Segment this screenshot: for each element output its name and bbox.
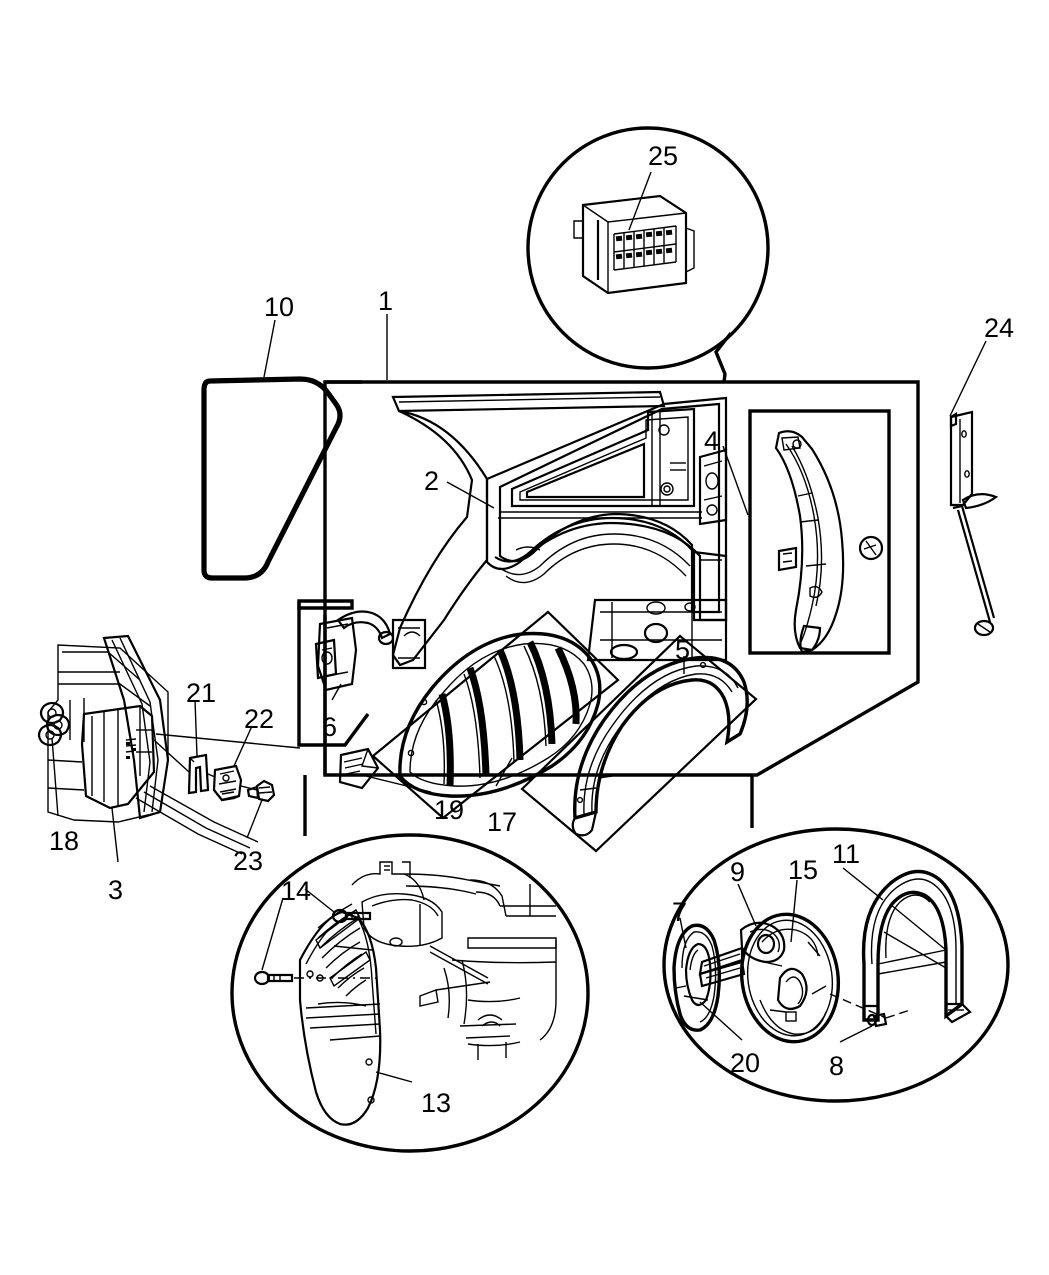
leader-2 bbox=[446, 481, 495, 509]
part-4-reinforcement bbox=[774, 430, 884, 654]
inner-box-4 bbox=[748, 409, 891, 655]
part-24-bracket-rod bbox=[949, 410, 999, 637]
part-3-body-pillar bbox=[37, 634, 301, 855]
inner-box-6 bbox=[297, 599, 370, 747]
callout-21: 21 bbox=[186, 678, 217, 708]
leader-17 bbox=[495, 757, 513, 787]
callout-15: 15 bbox=[788, 855, 819, 885]
callout-17: 17 bbox=[487, 807, 518, 837]
leader-15 bbox=[790, 879, 798, 943]
leader-24 bbox=[949, 340, 987, 417]
callout-23: 23 bbox=[233, 846, 264, 876]
leader-13 bbox=[375, 1071, 413, 1083]
leader-23 bbox=[246, 799, 263, 839]
callout-18: 18 bbox=[49, 826, 80, 856]
callout-20: 20 bbox=[730, 1048, 761, 1078]
callout-5: 5 bbox=[675, 635, 691, 665]
part-10-door-seal bbox=[201, 376, 343, 581]
leader-19 bbox=[365, 775, 432, 793]
callout-9: 9 bbox=[730, 857, 746, 887]
callout-11: 11 bbox=[832, 839, 861, 869]
part-7-fuel-door bbox=[672, 923, 722, 1032]
part-2-quarter-panel bbox=[391, 390, 728, 670]
parallelogram-17 bbox=[371, 610, 620, 820]
leader-21 bbox=[194, 699, 198, 757]
part-25-connector bbox=[573, 194, 695, 295]
callout-25: 25 bbox=[648, 141, 679, 171]
leader-22 bbox=[233, 725, 253, 767]
part-5-wheel-moulding bbox=[571, 655, 749, 837]
leader-9 bbox=[737, 883, 757, 927]
leader-3 bbox=[111, 807, 119, 863]
leader-18 bbox=[51, 737, 59, 817]
parallelogram-5 bbox=[520, 634, 758, 853]
leader-20 bbox=[699, 1001, 743, 1041]
leader-10 bbox=[263, 319, 276, 378]
callout-24: 24 bbox=[984, 313, 1015, 343]
part-21-retainer-clip bbox=[187, 753, 210, 795]
alignment-line-left bbox=[153, 739, 258, 791]
leader-8 bbox=[839, 1025, 873, 1043]
part-13-splash-shield bbox=[298, 861, 557, 1126]
callout-22: 22 bbox=[244, 704, 275, 734]
callout-10: 10 bbox=[264, 292, 295, 322]
leader-11 bbox=[842, 867, 884, 901]
detail-oval-right bbox=[662, 775, 1010, 1103]
part-22-striker bbox=[212, 764, 243, 802]
detail-circle-top bbox=[526, 126, 770, 383]
part-6-hinge bbox=[314, 610, 395, 692]
callout-2: 2 bbox=[424, 466, 440, 496]
callout-14: 14 bbox=[281, 876, 312, 906]
callout-19: 19 bbox=[434, 795, 465, 825]
part-23-screw bbox=[246, 779, 276, 803]
callout-8: 8 bbox=[829, 1051, 845, 1081]
leader-6 bbox=[331, 683, 342, 701]
leader-7 bbox=[679, 917, 687, 949]
callout-3: 3 bbox=[108, 875, 124, 905]
leader-25 bbox=[628, 171, 652, 231]
part-19-wedge-clip bbox=[338, 747, 380, 790]
callout-4: 4 bbox=[704, 426, 720, 456]
part-15-filler-housing bbox=[739, 912, 841, 1044]
callout-6: 6 bbox=[322, 712, 338, 742]
detail-oval-left bbox=[230, 775, 590, 1153]
part-9-filler-neck bbox=[698, 921, 786, 988]
part-11-filler-shield bbox=[861, 869, 972, 1024]
leader-14 bbox=[261, 888, 335, 971]
callout-1: 1 bbox=[378, 286, 394, 316]
part-17-wheelhouse-liner bbox=[398, 631, 602, 798]
leader-4 bbox=[722, 445, 749, 516]
part-14-push-pin bbox=[253, 908, 378, 986]
callout-7: 7 bbox=[672, 897, 688, 927]
callout-13: 13 bbox=[421, 1088, 452, 1118]
